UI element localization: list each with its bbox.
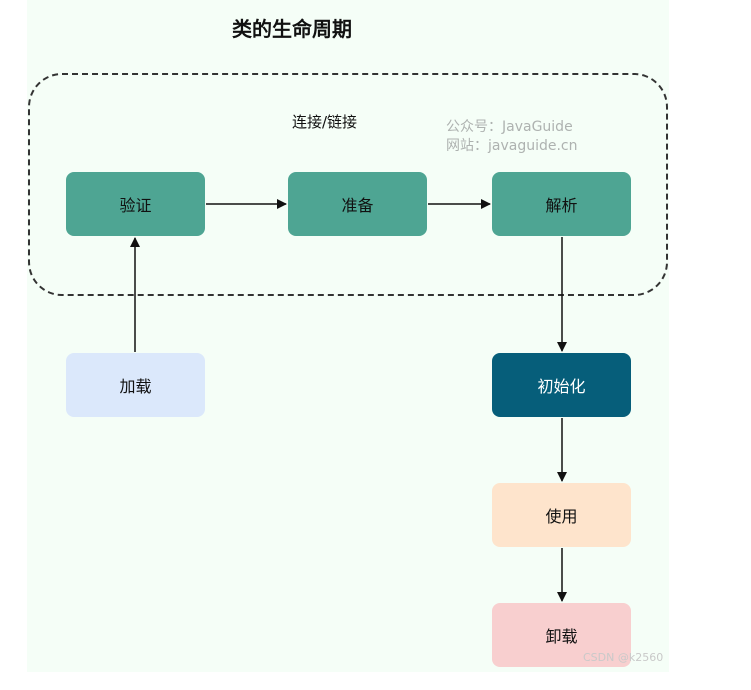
node-prepare: 准备 bbox=[288, 172, 427, 236]
linking-group-label: 连接/链接 bbox=[292, 113, 358, 131]
csdn-credit: CSDN @k2560 bbox=[583, 651, 664, 664]
watermark-website: 网站：javaguide.cn bbox=[446, 138, 578, 154]
diagram-title: 类的生命周期 bbox=[232, 17, 352, 41]
node-unload: 卸载 bbox=[492, 603, 631, 667]
watermark-wechat: 公众号：JavaGuide bbox=[446, 119, 573, 135]
node-initialize: 初始化 bbox=[492, 353, 631, 417]
node-verify: 验证 bbox=[66, 172, 205, 236]
linking-group-box bbox=[28, 73, 668, 296]
node-resolve: 解析 bbox=[492, 172, 631, 236]
node-load: 加载 bbox=[66, 353, 205, 417]
node-use: 使用 bbox=[492, 483, 631, 547]
